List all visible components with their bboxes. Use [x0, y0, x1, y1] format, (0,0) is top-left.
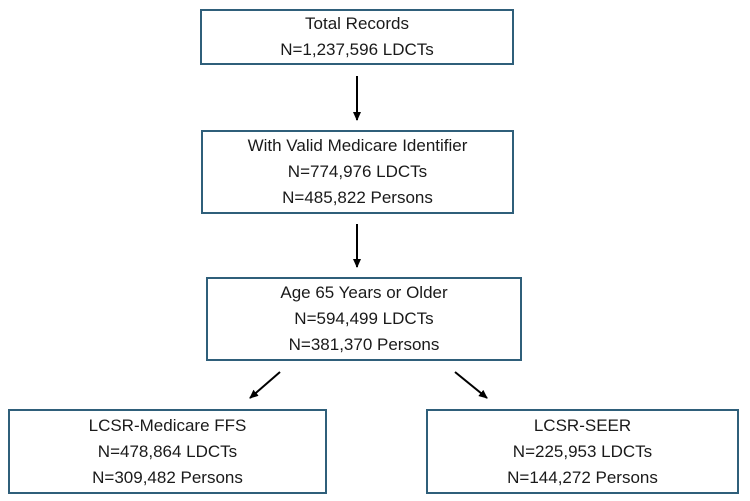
medicare-ffs-box: LCSR-Medicare FFS N=478,864 LDCTs N=309,… [8, 409, 327, 494]
valid-medicare-ldcts: N=774,976 LDCTs [287, 162, 428, 181]
seer-title: LCSR-SEER [533, 415, 632, 435]
total-records-title: Total Records [305, 14, 409, 33]
age-65-ldcts: N=594,499 LDCTs [294, 309, 434, 328]
medicare-ffs-ldcts: N=478,864 LDCTs [97, 441, 238, 461]
valid-medicare-persons: N=485,822 Persons [282, 188, 433, 207]
valid-medicare-box: With Valid Medicare Identifier N=774,976… [201, 130, 514, 214]
valid-medicare-title: With Valid Medicare Identifier [247, 136, 468, 155]
total-records-ldcts: N=1,237,596 LDCTs [280, 40, 434, 59]
seer-persons: N=144,272 Persons [507, 467, 658, 487]
age-65-title: Age 65 Years or Older [280, 283, 448, 302]
seer-ldcts: N=225,953 LDCTs [512, 441, 653, 461]
medicare-ffs-title: LCSR-Medicare FFS [88, 415, 247, 435]
seer-box: LCSR-SEER N=225,953 LDCTs N=144,272 Pers… [426, 409, 739, 494]
age-65-persons: N=381,370 Persons [288, 335, 440, 354]
total-records-box: Total Records N=1,237,596 LDCTs [200, 9, 514, 65]
age-65-box: Age 65 Years or Older N=594,499 LDCTs N=… [206, 277, 522, 361]
arrow-age-to-ffs [249, 371, 281, 399]
medicare-ffs-persons: N=309,482 Persons [92, 467, 243, 487]
arrow-age-to-seer [454, 371, 488, 399]
